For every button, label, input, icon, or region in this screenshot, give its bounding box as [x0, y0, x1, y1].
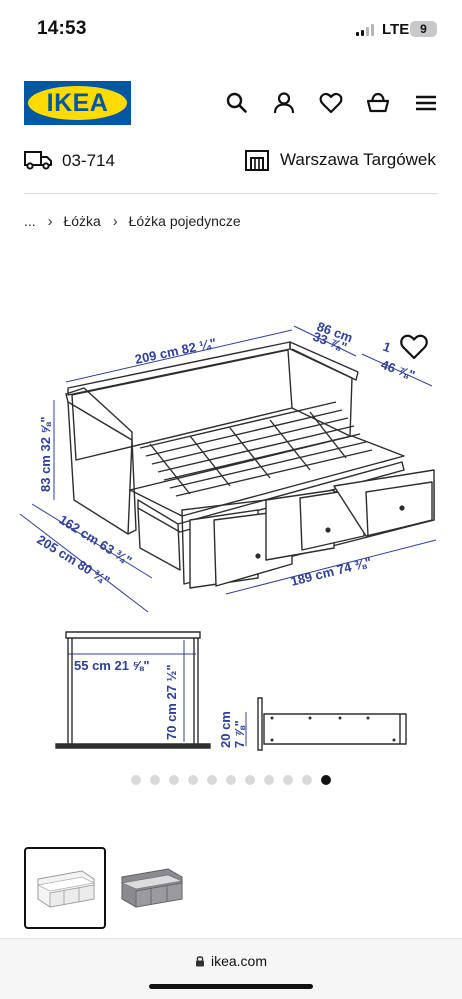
carousel-dot[interactable]	[264, 775, 274, 785]
store-row: 03-714 Warszawa Targówek	[24, 138, 438, 184]
status-bar: 14:53 LTE 9	[0, 0, 462, 58]
dim-height-label: 83 cm 32 ⅝"	[38, 416, 53, 492]
store-icon[interactable]	[245, 149, 269, 171]
logo-text: IKEA	[46, 89, 109, 117]
carousel-dot[interactable]	[226, 775, 236, 785]
carrier-label: LTE	[382, 21, 410, 38]
breadcrumb-item-single-beds[interactable]: Łóżka pojedyncze	[128, 213, 241, 230]
dim-length-label: 209 cm 82 ¼"	[134, 335, 218, 367]
lock-icon	[195, 956, 204, 967]
white-daybed-thumbnail-image	[36, 870, 96, 908]
dim-drawer-height-in-label: 7 ⅞"	[232, 720, 247, 748]
dim-inner-height-label: 70 cm 27 ½"	[164, 664, 179, 740]
product-dimension-drawing[interactable]: 209 cm 82 ¼" 86 cm 33 ⅞" 1 46 ⅞" 83 cm 3…	[0, 300, 462, 770]
dim-depth-right-label: 1	[381, 339, 393, 356]
carousel-dot[interactable]	[207, 775, 217, 785]
carousel-dots	[0, 774, 462, 788]
status-time: 14:53	[37, 18, 87, 39]
basket-icon[interactable]	[365, 90, 391, 116]
dim-inner-width-label: 55 cm 21 ⅝"	[74, 658, 150, 673]
home-indicator[interactable]	[149, 984, 313, 989]
header-divider	[24, 193, 438, 194]
dim-drawer-height-label: 20 cm	[218, 711, 233, 748]
breadcrumb-item-beds[interactable]: Łóżka	[63, 213, 101, 230]
breadcrumb: ... › Łóżka › Łóżka pojedyncze	[24, 212, 241, 234]
ikea-logo[interactable]: IKEA	[24, 81, 131, 125]
chevron-right-icon: ›	[112, 212, 118, 230]
site-header: IKEA	[0, 80, 462, 128]
signal-icon	[356, 24, 376, 36]
chevron-right-icon: ›	[47, 212, 53, 230]
carousel-dot[interactable]	[131, 775, 141, 785]
battery-icon: 9	[410, 21, 437, 37]
heart-icon[interactable]	[318, 90, 344, 116]
thumbnail-white-daybed[interactable]	[24, 847, 106, 929]
store-name-link[interactable]: Warszawa Targówek	[280, 150, 436, 169]
favorite-heart-icon[interactable]	[398, 332, 430, 362]
dim-extended-width-label: 189 cm 74 ⅜"	[289, 554, 373, 589]
carousel-dot[interactable]	[283, 775, 293, 785]
carousel-dot-active[interactable]	[321, 775, 331, 785]
delivery-truck-icon[interactable]	[24, 150, 52, 170]
postal-code-link[interactable]: 03-714	[62, 151, 115, 170]
url-field[interactable]: ikea.com	[0, 953, 462, 969]
carousel-dot[interactable]	[169, 775, 179, 785]
carousel-dot[interactable]	[302, 775, 312, 785]
logo-ellipse	[28, 86, 127, 120]
menu-icon[interactable]	[413, 90, 439, 116]
carousel-dot[interactable]	[245, 775, 255, 785]
profile-icon[interactable]	[271, 90, 297, 116]
grey-daybed-thumbnail-image	[120, 868, 184, 908]
url-text: ikea.com	[210, 953, 268, 969]
thumbnail-grey-daybed[interactable]	[110, 847, 192, 929]
breadcrumb-ellipsis[interactable]: ...	[24, 213, 36, 230]
carousel-dot[interactable]	[150, 775, 160, 785]
browser-url-bar: ikea.com	[0, 938, 462, 999]
search-icon[interactable]	[224, 90, 250, 116]
battery-level: 9	[420, 22, 427, 36]
carousel-dot[interactable]	[188, 775, 198, 785]
